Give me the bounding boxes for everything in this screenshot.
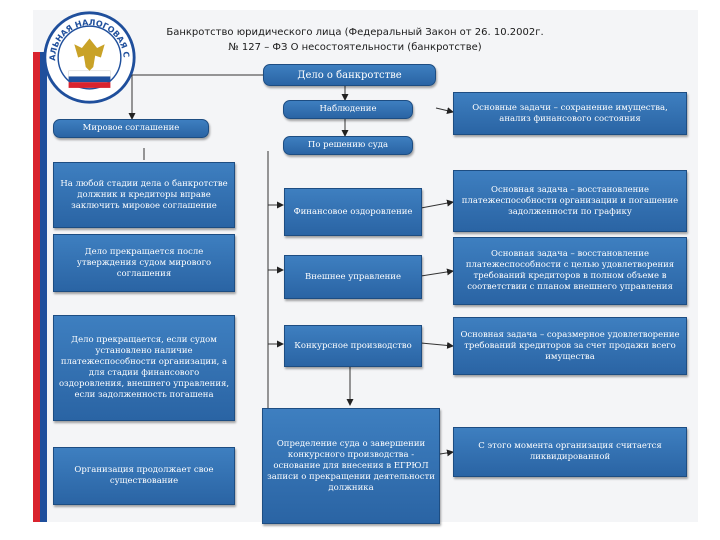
- node-mirovoe-soglashenie: Мировое соглашение: [53, 119, 209, 138]
- node-konk-zadacha: Основная задача – соразмерное удовлетвор…: [453, 317, 687, 375]
- node-vneshnee-upravlenie: Внешнее управление: [284, 255, 422, 299]
- node-nablyudenie-zadachi: Основные задачи – сохранение имущества, …: [453, 92, 687, 135]
- node-delo-prekrashchaetsya-platezhesposobnost: Дело прекращается, если судом установлен…: [53, 315, 235, 421]
- fns-emblem-logo: ФЕДЕРАЛЬНАЯ НАЛОГОВАЯ СЛУЖБА: [42, 10, 136, 104]
- node-nablyudenie: Наблюдение: [283, 100, 413, 119]
- blue-accent-bar: [40, 52, 47, 522]
- node-fin-zadacha: Основная задача – восстановление платеже…: [453, 170, 687, 232]
- red-accent-bar: [33, 52, 40, 522]
- node-finansovoe-ozdorovlenie: Финансовое оздоровление: [284, 188, 422, 236]
- title-line-1: Банкротство юридического лица (Федеральн…: [166, 27, 544, 38]
- node-organizatsiya-prodolzhaet: Организация продолжает свое существовани…: [53, 447, 235, 505]
- node-delo-o-bankrotstve: Дело о банкротстве: [263, 64, 436, 86]
- node-vnesh-zadacha: Основная задача – восстановление платеже…: [453, 237, 687, 305]
- node-organizatsiya-likvidirovana: С этого момента организация считается ли…: [453, 427, 687, 477]
- page-title: Банкротство юридического лица (Федеральн…: [150, 25, 560, 55]
- node-mirovoe-lyubaya-stadiya: На любой стадии дела о банкротстве должн…: [53, 162, 235, 228]
- node-opredelenie-suda: Определение суда о завершении конкурсног…: [262, 408, 440, 524]
- node-po-resheniyu-suda: По решению суда: [283, 136, 413, 155]
- node-delo-prekrashchaetsya-mirovoe: Дело прекращается после утверждения судо…: [53, 234, 235, 292]
- node-konkursnoe-proizvodstvo: Конкурсное производство: [284, 325, 422, 367]
- title-line-2: № 127 – ФЗ О несостоятельности (банкротс…: [228, 42, 482, 53]
